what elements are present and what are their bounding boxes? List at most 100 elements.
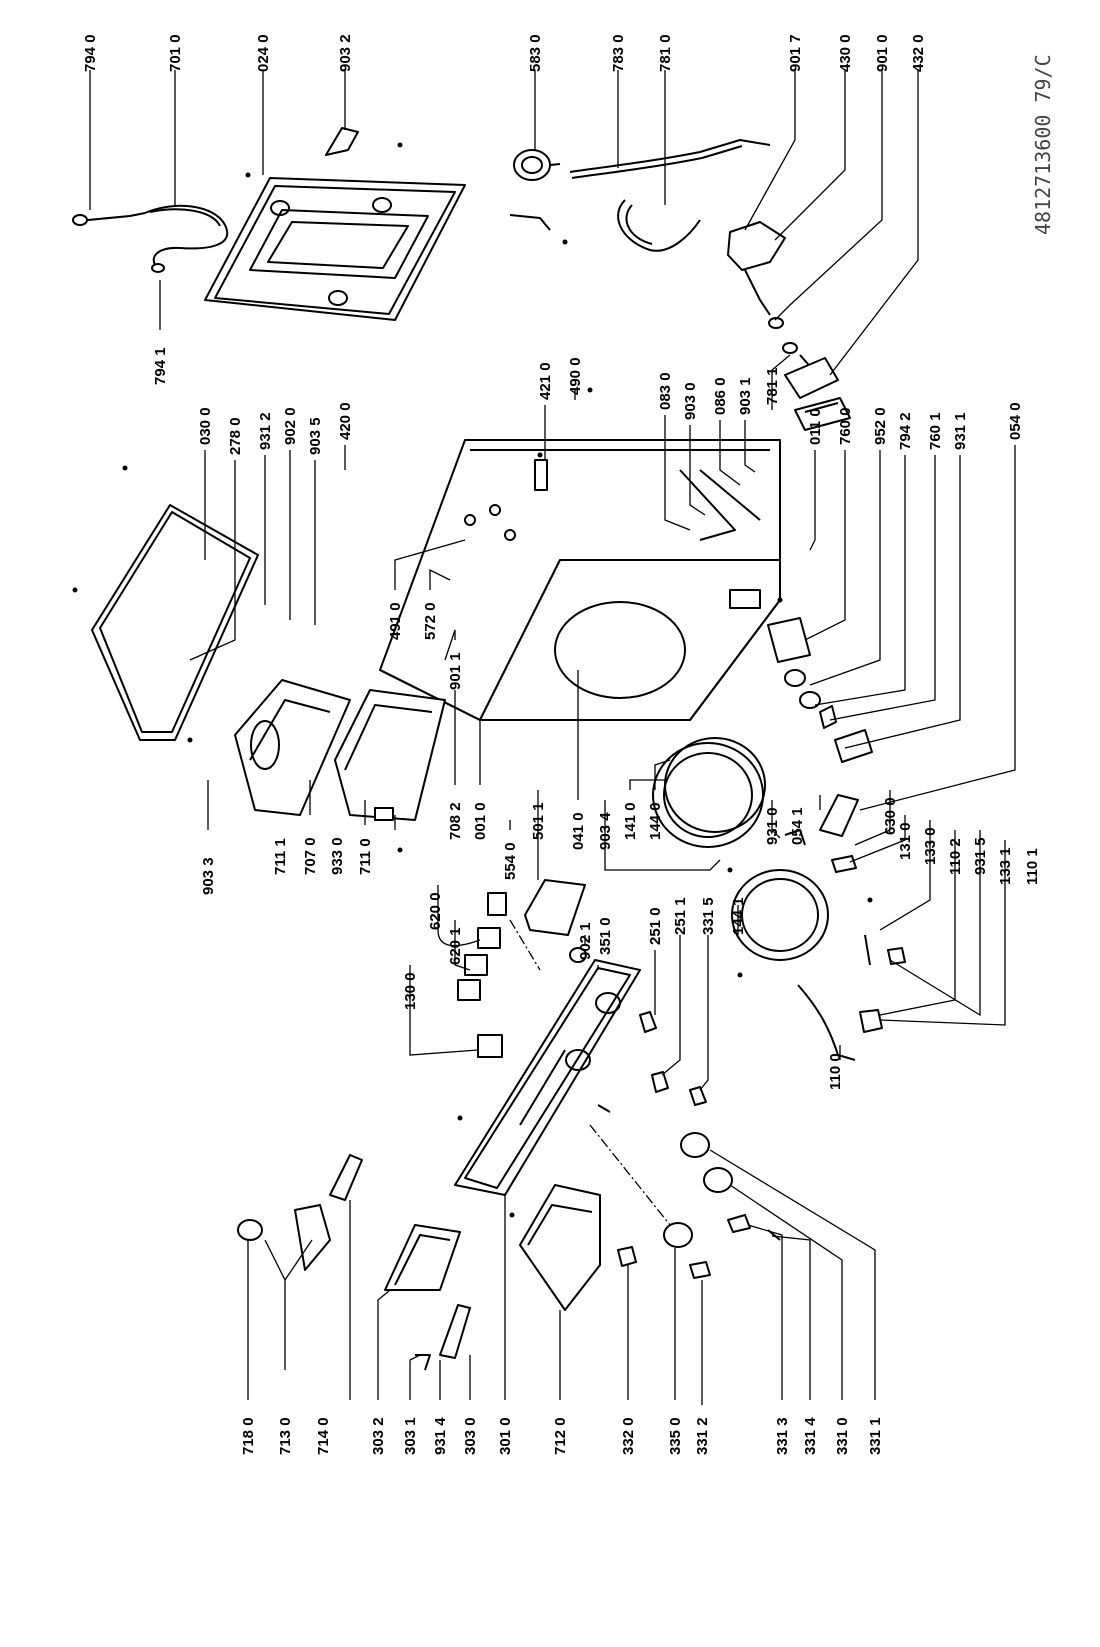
part-label: 110 1 <box>1024 848 1041 885</box>
part-labels: 794 0 701 0 024 0 903 2 583 0 783 0 781 … <box>82 34 1041 1455</box>
inlet-box-part <box>784 357 851 431</box>
part-label: 083 0 <box>657 372 674 410</box>
part-label: 901 1 <box>447 652 464 690</box>
part-label: 331 1 <box>867 1417 884 1455</box>
part-label: 760 1 <box>927 412 944 450</box>
part-label: 952 0 <box>872 407 889 445</box>
part-label: 903 2 <box>337 34 354 72</box>
part-label: 903 3 <box>200 857 217 895</box>
drain-hose-part <box>72 204 229 273</box>
part-label: 335 0 <box>667 1417 684 1455</box>
part-label: 902 0 <box>282 407 299 445</box>
filter-part <box>767 617 873 763</box>
hinge-part <box>797 934 906 1061</box>
part-label: 110 0 <box>827 1053 844 1090</box>
part-label: 420 0 <box>337 402 354 440</box>
inlet-hoses-part <box>509 139 771 252</box>
part-label: 620 1 <box>447 927 464 965</box>
part-label: 794 1 <box>152 347 169 385</box>
part-label: 902 1 <box>577 922 594 960</box>
part-label: 903 0 <box>682 382 699 420</box>
part-label: 251 1 <box>672 897 689 935</box>
part-label: 251 0 <box>647 907 664 945</box>
part-label: 933 0 <box>329 837 346 875</box>
part-label: 331 5 <box>700 897 717 935</box>
part-label: 001 0 <box>472 802 489 840</box>
part-label: 024 0 <box>255 34 272 72</box>
pressure-switch-part <box>513 149 561 181</box>
door-seal-part <box>652 737 766 848</box>
worktop-part <box>204 142 466 321</box>
bracket-part <box>325 127 359 156</box>
part-label: 430 0 <box>837 34 854 72</box>
part-label: 131 0 <box>897 822 914 860</box>
part-label: 331 2 <box>694 1417 711 1455</box>
part-label: 903 1 <box>737 377 754 415</box>
part-label: 572 0 <box>422 602 439 640</box>
part-label: 711 0 <box>357 838 374 875</box>
part-label: 331 0 <box>834 1417 851 1455</box>
part-label: 712 0 <box>552 1417 569 1455</box>
control-panel-part <box>454 959 641 1218</box>
part-label: 432 0 <box>910 34 927 72</box>
knobs-part <box>597 1011 781 1279</box>
part-label: 931 0 <box>764 807 781 845</box>
part-label: 490 0 <box>567 357 584 395</box>
part-label: 133 1 <box>997 847 1014 885</box>
part-label: 901 0 <box>874 34 891 72</box>
part-label: 714 0 <box>315 1417 332 1455</box>
part-label: 931 2 <box>257 412 274 450</box>
part-label: 110 2 <box>947 838 964 875</box>
part-label: 931 1 <box>952 412 969 450</box>
part-label: 301 0 <box>497 1417 514 1455</box>
part-label: 711 1 <box>272 838 289 875</box>
part-label: 011 0 <box>807 408 824 445</box>
parts-drawing <box>72 127 906 1371</box>
part-label: 760 0 <box>837 407 854 445</box>
part-label: 713 0 <box>277 1417 294 1455</box>
leader-lines <box>89 70 1016 1405</box>
part-label: 781 0 <box>657 34 674 72</box>
part-label: 303 1 <box>402 1417 419 1455</box>
part-label: 331 3 <box>774 1417 791 1455</box>
screws <box>187 387 873 978</box>
part-label: 630 0 <box>882 797 899 835</box>
support-frame-part <box>234 679 446 821</box>
part-label: 718 0 <box>240 1417 257 1455</box>
door-handle-parts <box>237 1154 471 1371</box>
part-label: 794 0 <box>82 34 99 72</box>
cabinet-part <box>379 439 781 721</box>
part-label: 707 0 <box>302 837 319 875</box>
part-label: 491 0 <box>387 602 404 640</box>
part-label: 501 1 <box>530 802 547 840</box>
programmer-part <box>524 879 587 963</box>
part-label: 931 4 <box>432 1417 449 1455</box>
part-label: 054 1 <box>789 807 806 845</box>
part-label: 303 0 <box>462 1417 479 1455</box>
part-label: 794 2 <box>897 412 914 450</box>
door-catch-part <box>784 794 859 873</box>
part-label: 583 0 <box>527 34 544 72</box>
dispenser-drawer-part <box>519 1184 601 1311</box>
part-label: 331 4 <box>802 1417 819 1455</box>
part-label: 903 4 <box>597 812 614 850</box>
part-label: 708 2 <box>447 802 464 840</box>
part-label: 303 2 <box>370 1417 387 1455</box>
part-label: 781 1 <box>764 367 781 405</box>
part-label: 086 0 <box>712 377 729 415</box>
part-label: 421 0 <box>537 362 554 400</box>
top-lid-part <box>72 465 259 741</box>
part-label: 130 0 <box>402 972 419 1010</box>
water-valve-part <box>727 221 816 373</box>
part-label: 620 0 <box>427 892 444 930</box>
part-label: 701 0 <box>167 34 184 72</box>
part-label: 278 0 <box>227 417 244 455</box>
door-ring-part <box>731 869 829 961</box>
part-label: 783 0 <box>610 34 627 72</box>
part-label: 903 5 <box>307 417 324 455</box>
part-label: 041 0 <box>570 812 587 850</box>
part-label: 144 1 <box>730 897 747 935</box>
part-label: 030 0 <box>197 407 214 445</box>
document-id: 4812713600 79/C <box>1031 54 1055 235</box>
